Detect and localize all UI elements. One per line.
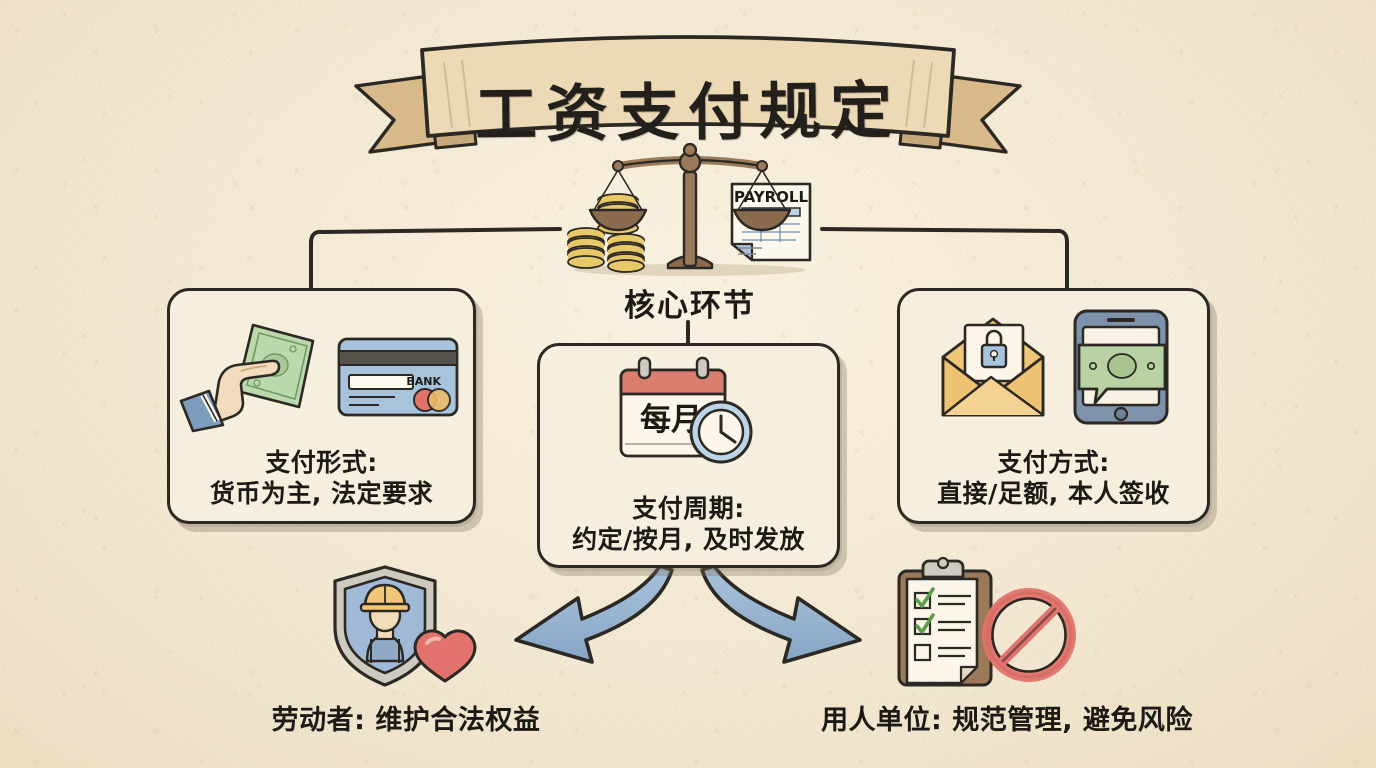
hand-cash-icon xyxy=(179,323,315,433)
clipboard-checklist-prohibition-icon xyxy=(893,556,1078,689)
caption-line-2: 约定/按月, 及时发放 xyxy=(572,524,805,554)
caption-line-1: 支付周期: xyxy=(632,494,745,523)
caption-line-2: 直接/足额, 本人签收 xyxy=(937,478,1170,508)
payroll-doc-label: PAYROLL xyxy=(734,188,809,206)
payment-method-caption: 支付方式: 直接/足额, 本人签收 xyxy=(900,448,1207,509)
page-title: 工资支付规定 xyxy=(474,73,902,152)
box-payment-method[interactable]: 支付方式: 直接/足额, 本人签收 xyxy=(897,288,1210,524)
balance-scale-coins-payroll-icon: PAYROLL xyxy=(556,142,824,278)
outcome-worker-text: 劳动者: 维护合法权益 xyxy=(271,705,541,736)
caption-line-1: 支付形式: xyxy=(265,448,378,477)
caption-line-1: 支付方式: xyxy=(997,448,1110,477)
payment-method-icons xyxy=(900,303,1207,427)
title-banner: 工资支付规定 xyxy=(352,28,1024,160)
shield-worker-heart-icon xyxy=(327,563,485,689)
outcome-employer-text: 用人单位: 规范管理, 避免风险 xyxy=(821,705,1193,736)
box-payment-form[interactable]: BANK 支付形式: 货币为主, 法定要求 xyxy=(167,288,476,524)
hero-label: 核心环节 xyxy=(624,288,756,324)
payment-form-caption: 支付形式: 货币为主, 法定要求 xyxy=(170,448,473,509)
calendar-icon: 每月 xyxy=(619,356,726,458)
payment-form-icons: BANK xyxy=(170,303,473,433)
bank-card-icon: BANK xyxy=(337,337,459,417)
payment-cycle-icons: 每月 xyxy=(540,356,837,468)
locked-envelope-icon xyxy=(941,317,1044,417)
clock-icon xyxy=(689,400,752,464)
bank-card-label: BANK xyxy=(406,375,441,388)
caption-line-2: 货币为主, 法定要求 xyxy=(209,478,434,508)
phone-money-icon xyxy=(1073,309,1168,425)
box-payment-cycle[interactable]: 每月 支付周期: 约定/按月, 及时发放 xyxy=(537,343,840,568)
payment-cycle-caption: 支付周期: 约定/按月, 及时发放 xyxy=(540,494,837,555)
